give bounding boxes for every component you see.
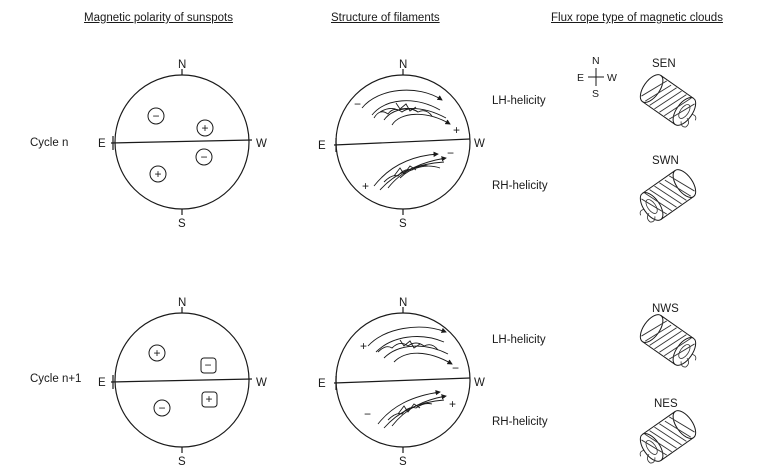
filament-south xyxy=(378,392,446,428)
filament-disk-cycle-n: N S E W − + − + xyxy=(318,59,485,230)
filament-north xyxy=(368,327,452,364)
flux-rope-sen xyxy=(636,71,705,133)
flux-rope-nes xyxy=(631,407,700,467)
filament-north xyxy=(362,90,450,125)
sunspot-disk-cycle-n: N S E W − + − + xyxy=(98,59,267,230)
compass-n: N xyxy=(399,59,407,71)
compass-s: S xyxy=(178,456,186,467)
filament-sign: − xyxy=(447,146,454,160)
sunspot-sign: − xyxy=(204,358,211,372)
compass-w: W xyxy=(256,377,267,389)
compass-e: E xyxy=(318,378,326,390)
sunspot-sign: + xyxy=(205,392,212,406)
compass-n: N xyxy=(178,59,186,71)
filament-sign: − xyxy=(364,407,371,421)
filament-sign: − xyxy=(452,361,459,375)
filament-sign: + xyxy=(360,339,367,353)
rose-e: E xyxy=(577,72,584,84)
compass-e: E xyxy=(318,140,326,152)
cloud-compass-rose: N S E W xyxy=(577,55,617,100)
flux-rope-swn xyxy=(631,166,700,228)
compass-w: W xyxy=(256,138,267,150)
compass-s: S xyxy=(399,218,407,230)
flux-rope-nws xyxy=(636,311,705,373)
filament-sign: − xyxy=(354,97,361,111)
rose-n: N xyxy=(592,55,600,67)
rose-w: W xyxy=(607,72,617,84)
filament-sign: + xyxy=(453,123,460,137)
compass-n: N xyxy=(399,297,407,309)
sunspot-sign: + xyxy=(201,121,208,135)
compass-e: E xyxy=(98,377,106,389)
compass-e: E xyxy=(98,138,106,150)
sunspot-sign: − xyxy=(200,150,207,164)
sunspot-disk-cycle-n-plus-1: N S E W + − − + xyxy=(98,297,267,467)
filament-south xyxy=(374,154,446,190)
filament-disk-cycle-n-plus-1: N S E W + − − + xyxy=(318,297,485,467)
sunspot-sign: − xyxy=(158,401,165,415)
rose-s: S xyxy=(592,88,599,100)
sunspot-sign: + xyxy=(153,346,160,360)
compass-s: S xyxy=(399,456,407,467)
filament-sign: + xyxy=(449,397,456,411)
compass-s: S xyxy=(178,218,186,230)
compass-w: W xyxy=(474,138,485,150)
sunspot-sign: − xyxy=(152,109,159,123)
compass-w: W xyxy=(474,377,485,389)
sunspot-sign: + xyxy=(154,167,161,181)
filament-sign: + xyxy=(362,179,369,193)
compass-n: N xyxy=(178,297,186,309)
